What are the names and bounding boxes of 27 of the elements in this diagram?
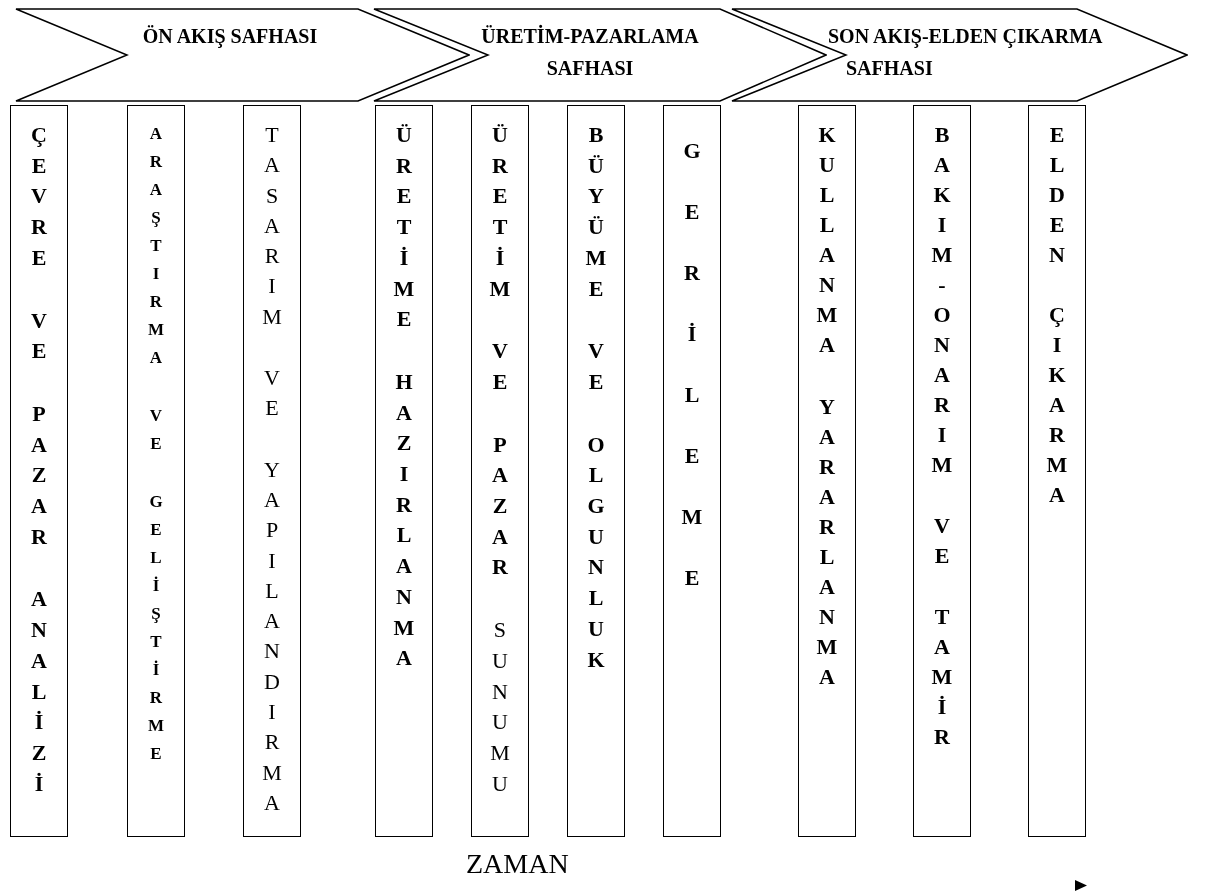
- stage-column: [10, 105, 68, 837]
- phase-title: SON AKIŞ-ELDEN ÇIKARMA SAFHASI: [828, 24, 1103, 81]
- vertical-label: ÜRETİME HAZIRLANMA: [393, 121, 415, 673]
- stage-column: [798, 105, 856, 837]
- stage-column: [1028, 105, 1086, 837]
- vertical-label: ÇEVRE VE PAZAR ANALİZİ: [31, 121, 47, 798]
- vertical-label: BÜYÜME VE OLGUNLUK: [585, 121, 607, 674]
- vertical-label: KULLANMA YARARLANMA: [816, 121, 838, 691]
- stage-column: [471, 105, 529, 837]
- vertical-label: ELDEN ÇIKARMA: [1046, 121, 1068, 509]
- phase-banner: [15, 8, 470, 102]
- vertical-label: BAKIM-ONARIM VE TAMİR: [931, 121, 953, 751]
- stage-column: [913, 105, 971, 837]
- stage-column: [375, 105, 433, 837]
- phase-title: ÖN AKIŞ SAFHASI: [141, 24, 319, 50]
- phase-banner: [373, 8, 827, 102]
- phase-title: ÜRETİM-PAZARLAMA SAFHASI: [480, 24, 700, 81]
- vertical-label: GERİLEME: [681, 137, 703, 592]
- phase-banner: [731, 8, 1188, 102]
- vertical-label: ÜRETİM VE PAZAR SUNUMU: [489, 121, 511, 798]
- stage-column: [127, 105, 185, 837]
- stage-column: [567, 105, 625, 837]
- stage-column: [243, 105, 301, 837]
- vertical-label: ARAŞTIRMA VE GELİŞTİRME: [147, 123, 164, 765]
- stage-column: [663, 105, 721, 837]
- axis-label: ZAMAN: [466, 848, 569, 880]
- vertical-label: TASARIM VE YAPILANDIRMA: [262, 121, 282, 817]
